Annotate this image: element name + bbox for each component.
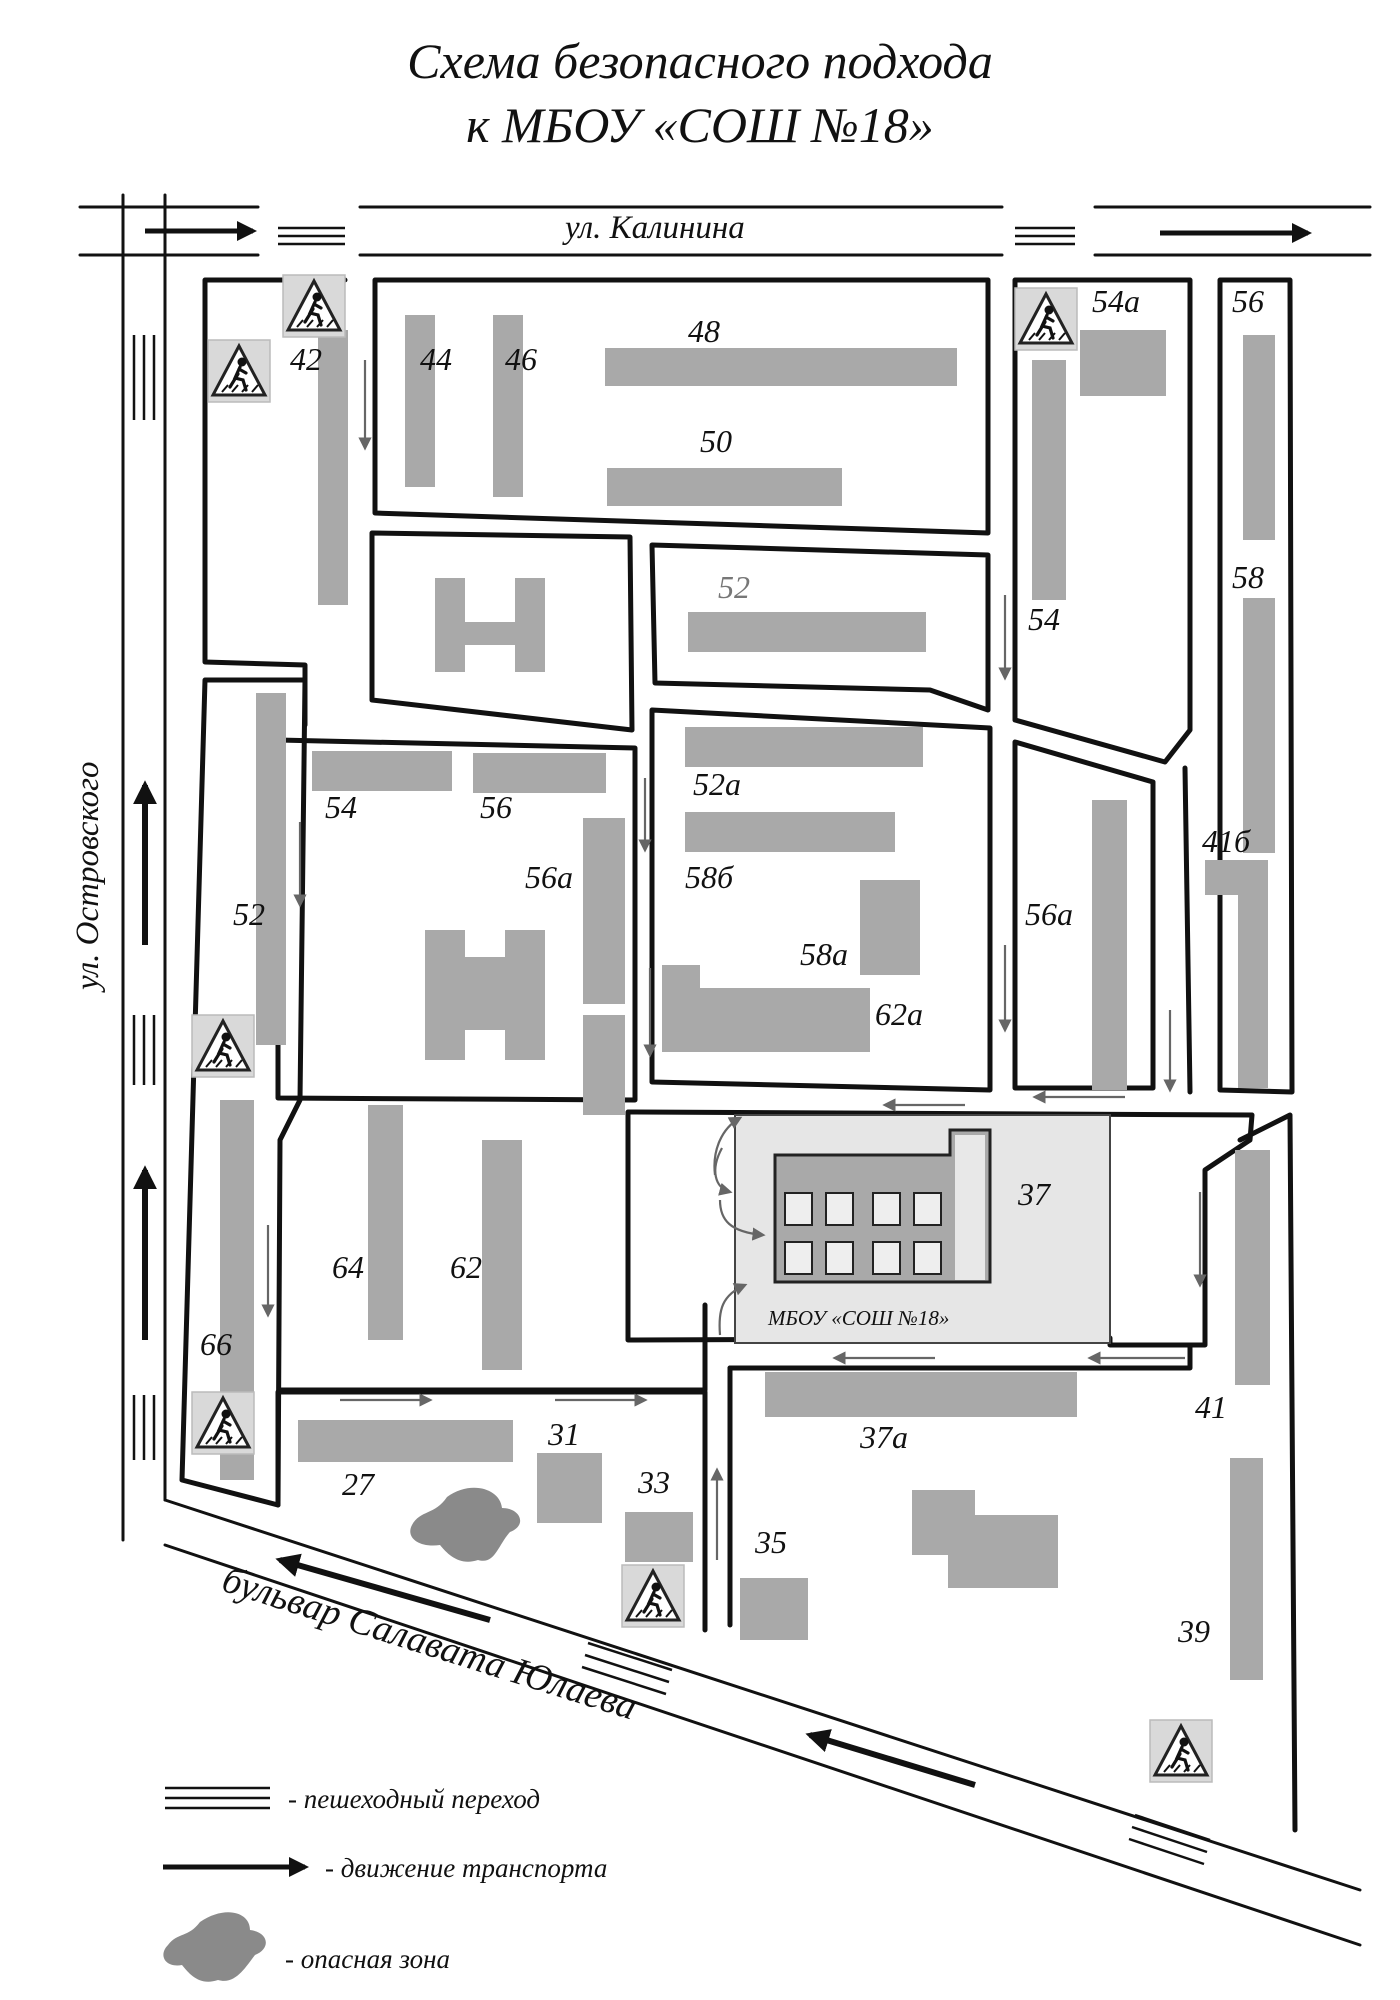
building-label: 33: [637, 1464, 670, 1500]
building-label: 58а: [800, 936, 848, 972]
street-label-salavata: бульвар Салавата Юлаева: [217, 1559, 641, 1729]
pedestrian-crossing-sign-icon: [206, 338, 272, 404]
block-outlines: [179, 277, 1298, 1833]
crosswalk-stripes-kalinina-right: [1015, 226, 1075, 246]
building-label: 56а: [1025, 896, 1073, 932]
legend-crossing-text: - пешеходный переход: [288, 1784, 540, 1814]
building-label: 41б: [1202, 823, 1251, 859]
building-label: 54а: [1092, 283, 1140, 319]
building-label: 58: [1232, 559, 1264, 595]
crosswalk-stripes-salavata-left: [581, 1641, 673, 1696]
danger-zone-blob-icon: [410, 1487, 521, 1562]
legend-danger-text: - опасная зона: [285, 1944, 450, 1974]
street-ostrovskogo: ул. Островского: [70, 193, 167, 1542]
walking-route-arrows: [261, 360, 1207, 1560]
traffic-direction-arrow-icon: [805, 1729, 976, 1788]
crosswalk-stripes-ostrovskogo-bottom: [132, 1395, 156, 1460]
crosswalk-stripes-salavata-right: [1128, 1813, 1211, 1866]
pedestrian-crossing-sign-icon: [1013, 286, 1079, 352]
buildings: [220, 315, 1275, 1680]
building-label: 27: [342, 1466, 376, 1502]
school-yard: МБОУ «СОШ №18»: [734, 1114, 1111, 1344]
building-label: 54: [325, 789, 357, 825]
crosswalk-stripes-ostrovskogo-top: [132, 335, 156, 420]
map-title-line2: к МБОУ «СОШ №18»: [466, 97, 934, 153]
building-label: 52а: [693, 766, 741, 802]
building-label: 39: [1177, 1613, 1210, 1649]
traffic-direction-arrow-icon: [275, 1553, 491, 1623]
street-kalinina: ул. Калинина: [78, 205, 1372, 257]
building-label: 42: [290, 341, 322, 377]
school-windows: [784, 1192, 942, 1275]
building-label: 52: [233, 896, 265, 932]
building-label: 50: [700, 423, 732, 459]
legend-traffic-text: - движение транспорта: [325, 1853, 607, 1883]
street-label-ostrovskogo: ул. Островского: [70, 761, 106, 993]
building-label: 37: [1017, 1176, 1052, 1212]
building-label: 31: [547, 1416, 580, 1452]
crosswalk-stripes-ostrovskogo-middle: [132, 1015, 156, 1085]
legend-crossing-icon: [165, 1786, 270, 1810]
street-label-kalinina: ул. Калинина: [562, 210, 745, 246]
building-label: 62а: [875, 996, 923, 1032]
building-label: 52: [718, 569, 750, 605]
map-title-line1: Схема безопасного подхода: [407, 33, 993, 89]
pedestrian-crossing-sign-icon: [1148, 1718, 1214, 1784]
building-label: 35: [754, 1524, 787, 1560]
building-label: 37а: [859, 1419, 908, 1455]
building-label: 56: [1232, 283, 1264, 319]
building-label: 64: [332, 1249, 364, 1285]
pedestrian-crossing-sign-icon: [281, 273, 347, 339]
building-label: 41: [1195, 1389, 1227, 1425]
building-label: 54: [1028, 601, 1060, 637]
building-label: 48: [688, 313, 720, 349]
building-label: 56: [480, 789, 512, 825]
building-label: 44: [420, 341, 452, 377]
legend: - пешеходный переход - движение транспор…: [163, 1784, 607, 1982]
pedestrian-crossing-sign-icon: [190, 1013, 256, 1079]
danger-zone-blob-icon: [163, 1912, 266, 1982]
building-label: 66: [200, 1326, 232, 1362]
building-label: 62: [450, 1249, 482, 1285]
building-label: 58б: [685, 859, 734, 895]
building-label: 46: [505, 341, 537, 377]
school-label: МБОУ «СОШ №18»: [767, 1306, 949, 1330]
pedestrian-crossing-sign-icon: [190, 1390, 256, 1456]
building-numbers: 42 44 46 48 50 54а 56 52 54 58 52а 54 56…: [200, 283, 1264, 1649]
pedestrian-crossing-sign-icon: [620, 1563, 686, 1629]
crosswalk-stripes-kalinina-left: [278, 226, 345, 246]
building-label: 56а: [525, 859, 573, 895]
